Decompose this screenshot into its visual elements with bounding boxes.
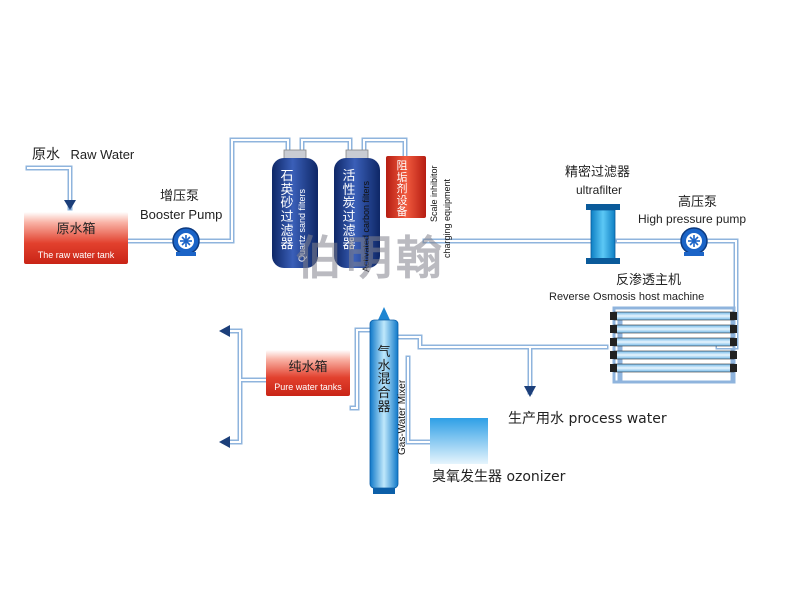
gas-water-mixer-vessel (369, 307, 399, 494)
quartz-filter-cn-label: 石英砂过滤器 (280, 169, 294, 253)
mixer-en-label: Gas-Water Mixer (397, 379, 408, 455)
carbon-filter-vessel (334, 149, 380, 268)
ultrafilter-cn-label: 精密过滤器 (565, 165, 631, 180)
process-water-arrow-icon (524, 386, 536, 397)
high-pressure-pump-en-label: High pressure pump (638, 212, 747, 226)
mixer-cn-label: 气水混合器 (377, 345, 391, 415)
pure-water-tank: 纯水箱 Pure water tanks (266, 350, 350, 396)
ozonizer-unit (430, 418, 488, 464)
carbon-filter-cn-label: 活性炭过滤器 (342, 169, 356, 253)
outlet-arrow-bottom-icon (219, 436, 230, 448)
quartz-sand-filter-vessel (272, 149, 318, 268)
raw-water-cn-text: 原水 (32, 147, 60, 163)
ro-host-en-label: Reverse Osmosis host machine (549, 291, 705, 303)
ro-host-cn-label: 反渗透主机 (616, 273, 682, 288)
scale-inhibitor-en-label-1: Scale inhibitor (429, 165, 439, 222)
scale-inhibitor-vessel (386, 156, 426, 218)
booster-pump-icon (172, 227, 200, 256)
reverse-osmosis-membrane-bank (610, 306, 737, 384)
booster-pump-en-label: Booster Pump (140, 207, 223, 222)
raw-water-tank: 原水箱 The raw water tank (24, 212, 128, 264)
raw-water-en-text: Raw Water (70, 147, 135, 162)
watermark-text: 伯明翰 (296, 231, 446, 285)
booster-pump-cn-label: 增压泵 (160, 189, 200, 204)
flow-arrows (64, 200, 536, 448)
ultrafilter-en-label: ultrafilter (576, 183, 623, 197)
raw-tank-en-text: The raw water tank (37, 250, 115, 260)
high-pressure-pump-icon (680, 227, 708, 256)
high-pressure-pump-cn-label: 高压泵 (678, 195, 718, 210)
scale-inhibitor-cn-label: 阻垢剂设备 (396, 159, 408, 219)
raw-water-arrow-icon (64, 200, 76, 210)
raw-water-label: 原水 Raw Water (32, 148, 134, 162)
pure-tank-cn-text: 纯水箱 (288, 360, 328, 375)
ozonizer-label: 臭氧发生器 ozonizer (432, 469, 566, 485)
pure-tank-en-text: Pure water tanks (274, 382, 342, 392)
process-water-label: 生产用水 process water (508, 411, 667, 427)
outlet-arrow-top-icon (219, 325, 230, 337)
ultrafilter-vessel (586, 204, 620, 264)
raw-tank-cn-text: 原水箱 (56, 222, 96, 237)
